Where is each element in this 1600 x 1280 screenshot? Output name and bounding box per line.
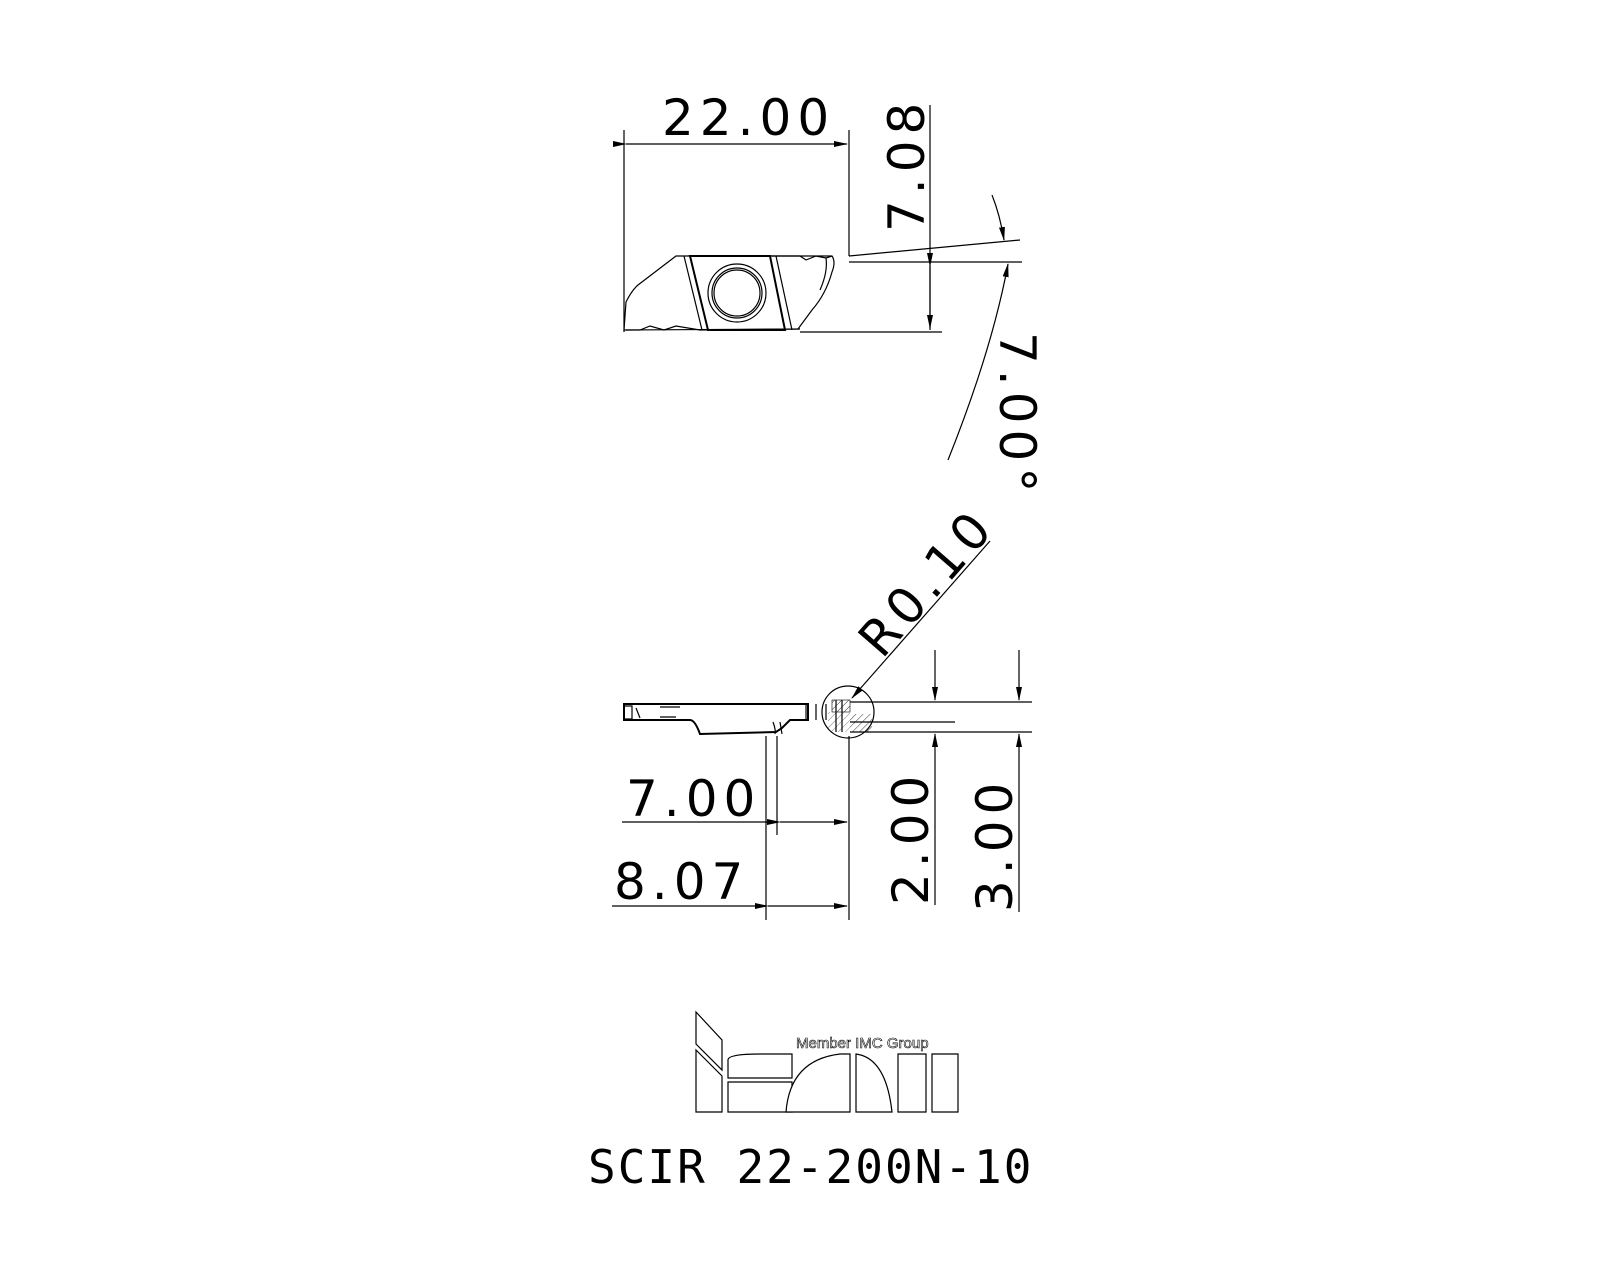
dim-width-7-00: 7.00 <box>626 770 761 828</box>
side-view: R0.10 2.00 3.00 7.00 8.07 <box>612 497 1032 920</box>
dim-length-22: 22.00 <box>662 89 835 147</box>
top-view: 22.00 7.08 7.00° <box>613 89 1046 498</box>
dim-depth-3-00: 3.00 <box>966 777 1024 912</box>
dim-height-7-08: 7.08 <box>878 97 936 232</box>
iscar-logo: Member IMC Group <box>695 1010 959 1113</box>
dim-radius-r0-10: R0.10 <box>847 497 1006 668</box>
dim-depth-2-00: 2.00 <box>882 770 940 905</box>
insert-top-outline <box>623 255 835 331</box>
screw-hole-icon <box>707 263 767 323</box>
insert-side-outline <box>623 703 827 736</box>
dim-angle-7-00: 7.00° <box>988 332 1046 498</box>
detail-circle <box>821 685 875 739</box>
logo-tagline: Member IMC Group <box>796 1035 929 1052</box>
dim-width-8-07: 8.07 <box>614 853 749 911</box>
part-number: SCIR 22-200N-10 <box>588 1140 1033 1194</box>
